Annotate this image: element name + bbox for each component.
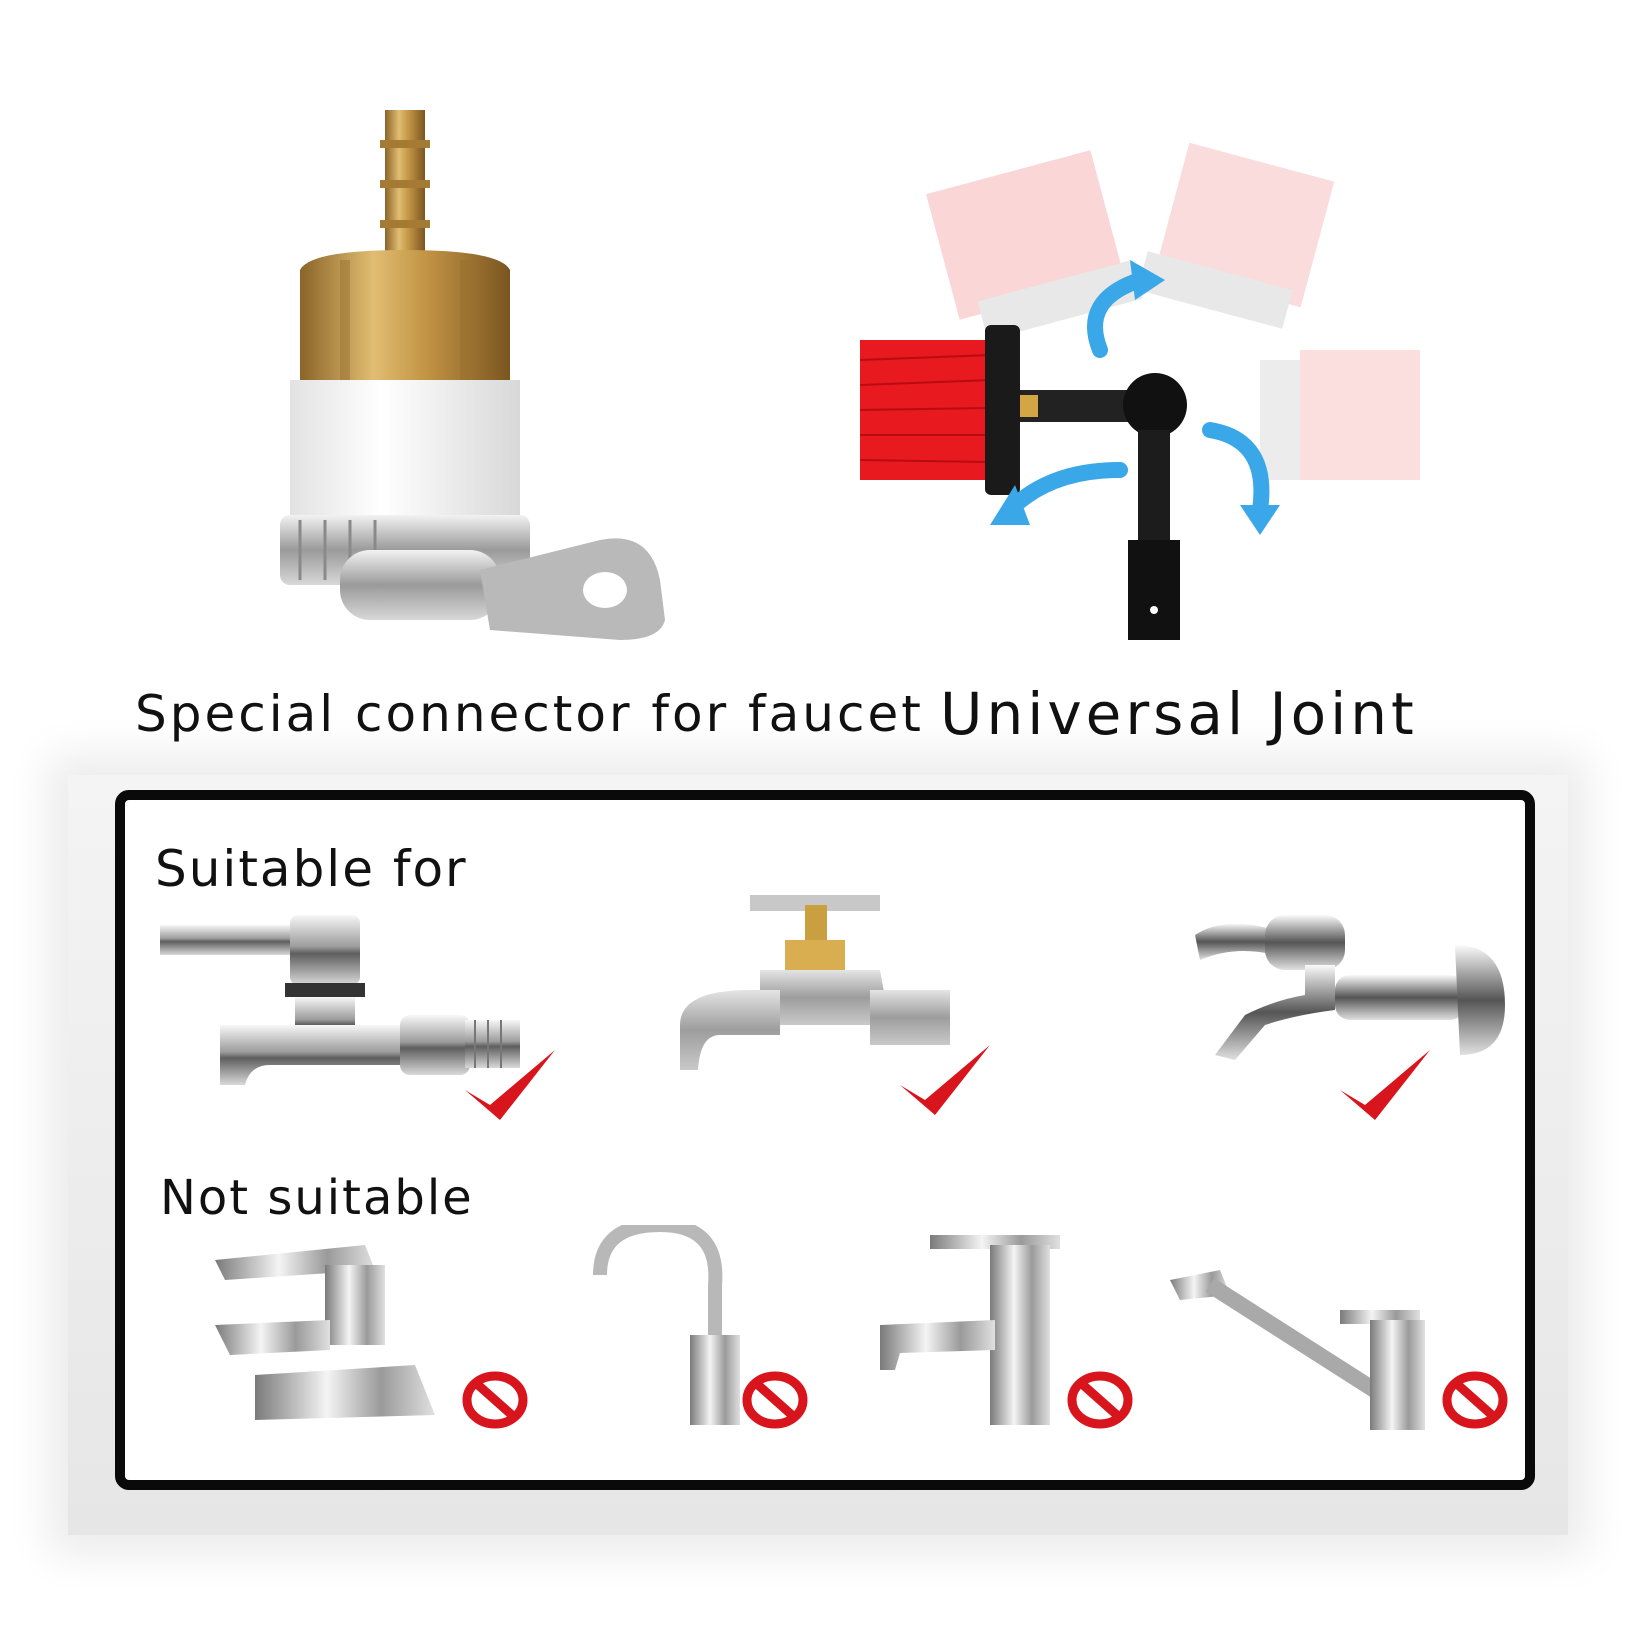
- prohibited-icon: [462, 1371, 528, 1429]
- cross-handle-tap-icon: [680, 895, 950, 1070]
- prohibited-mark-1: [460, 1370, 530, 1430]
- prohibited-mark-2: [740, 1370, 810, 1430]
- suitable-item-cross-handle-tap: [680, 895, 980, 1095]
- prohibited-mark-4: [1440, 1370, 1510, 1430]
- not-suitable-label: Not suitable: [160, 1170, 474, 1226]
- suitable-item-lever-tap: [160, 915, 560, 1125]
- suitable-item-wall-lever-tap: [1195, 915, 1515, 1075]
- not-suitable-item-single-lever: [880, 1235, 1070, 1425]
- not-suitable-item-gooseneck: [590, 1225, 740, 1425]
- check-mark-icon: [465, 1050, 555, 1120]
- joint-caption: Universal Joint: [940, 680, 1418, 748]
- check-mark-3: [1335, 1045, 1435, 1125]
- long-spout-faucet-icon: [1170, 1270, 1425, 1430]
- check-mark-icon: [1340, 1050, 1430, 1120]
- check-mark-1: [460, 1045, 560, 1125]
- faucet-connector-image: [280, 110, 700, 670]
- prohibited-icon: [1067, 1371, 1133, 1429]
- check-mark-icon: [900, 1045, 990, 1115]
- connector-caption: Special connector for faucet: [135, 685, 924, 743]
- check-mark-2: [895, 1040, 995, 1120]
- not-suitable-item-basin-mixer: [215, 1245, 455, 1425]
- prohibited-icon: [742, 1371, 808, 1429]
- gooseneck-faucet-icon: [593, 1225, 740, 1425]
- universal-joint-image: [860, 140, 1460, 660]
- lever-tap-icon: [160, 915, 520, 1085]
- prohibited-icon: [1442, 1371, 1508, 1429]
- prohibited-mark-3: [1065, 1370, 1135, 1430]
- not-suitable-item-long-spout: [1170, 1270, 1430, 1430]
- basin-mixer-icon: [215, 1245, 435, 1420]
- single-lever-basin-faucet-icon: [880, 1235, 1060, 1425]
- suitable-label: Suitable for: [155, 840, 468, 898]
- wall-lever-tap-icon: [1195, 915, 1505, 1060]
